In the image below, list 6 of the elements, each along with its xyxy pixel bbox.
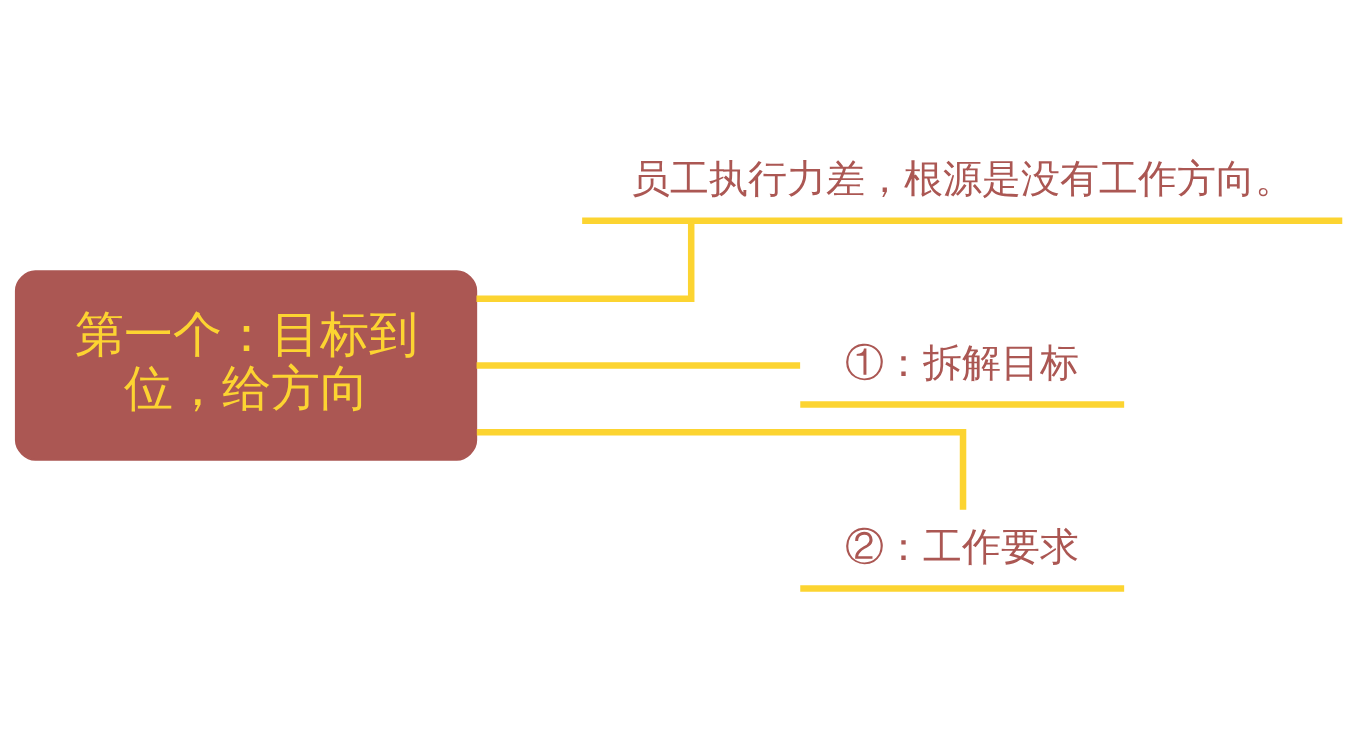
node-text: ①：拆解目标 xyxy=(845,340,1080,384)
node-text: 员工执行力差，根源是没有工作方向。 xyxy=(630,156,1294,200)
node-text: ②：工作要求 xyxy=(845,524,1080,568)
connector xyxy=(476,428,967,510)
connector xyxy=(476,361,801,369)
node-box: 第一个：目标到位，给方向 xyxy=(14,269,478,461)
